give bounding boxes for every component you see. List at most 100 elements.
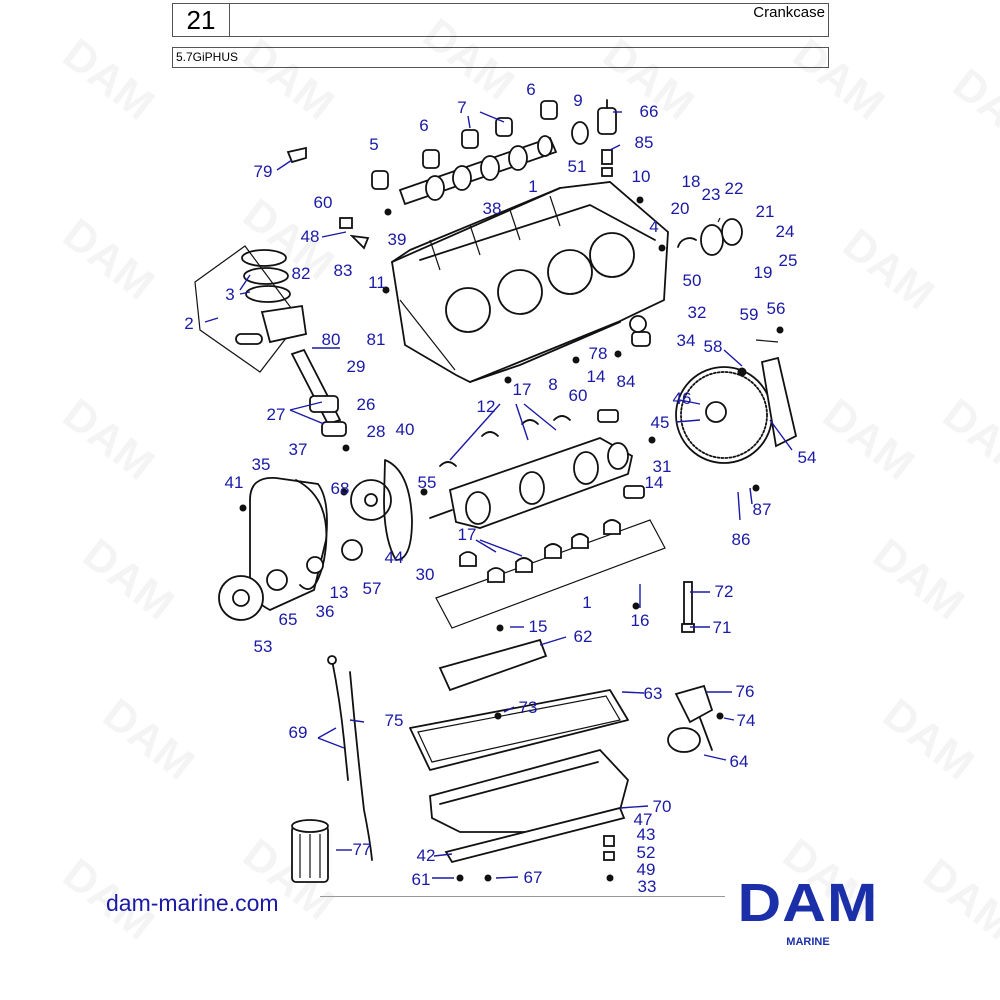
callout-21: 21 [756,202,775,221]
callout-29: 29 [347,357,366,376]
callout-87: 87 [753,500,772,519]
website-link[interactable]: dam-marine.com [106,890,279,916]
callout-25: 25 [779,251,798,270]
callout-17: 17 [513,380,532,399]
callout-53: 53 [254,637,273,656]
callout-32: 32 [688,303,707,322]
callout-3: 3 [225,285,234,304]
callout-1: 1 [528,177,537,196]
callout-33: 33 [638,877,657,896]
callout-70: 70 [653,797,672,816]
callout-74: 74 [737,711,756,730]
callout-38: 38 [483,199,502,218]
callout-66: 66 [640,102,659,121]
watermark-text: DAM [914,849,1000,949]
watermark-text: DAM [864,529,973,629]
callout-44: 44 [385,548,404,567]
watermark-text: DAM [414,9,523,109]
callout-11: 11 [368,273,386,292]
page-title: Crankcase [753,4,825,21]
callout-14: 14 [645,473,664,492]
callout-72: 72 [715,582,734,601]
callout-15: 15 [529,617,548,636]
watermark-text: DAM [74,529,183,629]
callout-47: 47 [634,810,653,829]
header-box: 21 Crankcase [172,3,829,37]
callout-24: 24 [776,222,795,241]
callout-85: 85 [635,133,654,152]
callout-42: 42 [417,846,436,865]
callout-59: 59 [740,305,759,324]
callout-63: 63 [644,684,663,703]
callout-2: 2 [184,314,193,333]
callout-52: 52 [637,843,656,862]
callout-50: 50 [683,271,702,290]
callout-9: 9 [573,91,582,110]
callout-49: 49 [637,860,656,879]
callout-19: 19 [754,263,773,282]
watermark-text: DAM [54,209,163,309]
rear-seal [677,217,743,256]
callout-13: 13 [330,583,349,602]
engine-block [391,181,669,383]
callout-4: 4 [649,217,658,236]
callout-10: 10 [632,167,651,186]
watermark-text: DAM [874,689,983,789]
callout-22: 22 [725,179,744,198]
callout-48: 48 [301,227,320,246]
callout-34: 34 [677,331,696,350]
callout-77: 77 [353,840,372,859]
callout-55: 55 [418,473,437,492]
callout-68: 68 [331,479,350,498]
watermark-text: DAM [54,29,163,129]
callout-27: 27 [267,405,286,424]
callout-31: 31 [653,457,672,476]
callout-76: 76 [736,682,755,701]
callout-5: 5 [369,135,378,154]
watermark-text: DAM [834,219,943,319]
callout-6: 6 [526,80,535,99]
dam-marine-logo: DAM MARINE [716,876,900,948]
callout-62: 62 [574,627,593,646]
callout-26: 26 [357,395,376,414]
callout-56: 56 [767,299,786,318]
callout-8: 8 [548,375,557,394]
callout-84: 84 [617,372,636,391]
callout-60: 60 [569,386,588,405]
callout-20: 20 [671,199,690,218]
watermark-text: DAM [934,389,1000,489]
camshaft [398,135,558,206]
callout-71: 71 [713,618,732,637]
callout-58: 58 [704,337,723,356]
callout-67: 67 [524,868,543,887]
callout-80: 80 [322,330,341,349]
callout-73: 73 [519,698,538,717]
watermark-text: DAM [814,389,923,489]
callout-43: 43 [637,825,656,844]
callout-82: 82 [292,264,311,283]
footer-rule [320,896,725,897]
main-bearing-caps [435,409,666,629]
watermark-text: DAM [94,689,203,789]
callout-81: 81 [367,330,386,349]
callout-65: 65 [279,610,298,629]
callout-45: 45 [651,413,670,432]
leader-lines [204,111,793,879]
model-box: 5.7GiPHUS [172,47,829,68]
callout-6: 6 [419,116,428,135]
piston-assembly [194,245,347,437]
callout-61: 61 [412,870,431,889]
watermark-text: DAM [784,29,893,129]
callout-12: 12 [477,397,496,416]
flywheel [675,339,798,464]
timing-parts [218,459,413,621]
callout-57: 57 [363,579,382,598]
logo-wordmark: DAM [737,873,879,933]
callout-83: 83 [334,261,353,280]
callout-79: 79 [254,162,273,181]
page-number: 21 [173,4,230,36]
bolts [239,196,784,882]
callout-60: 60 [314,193,333,212]
